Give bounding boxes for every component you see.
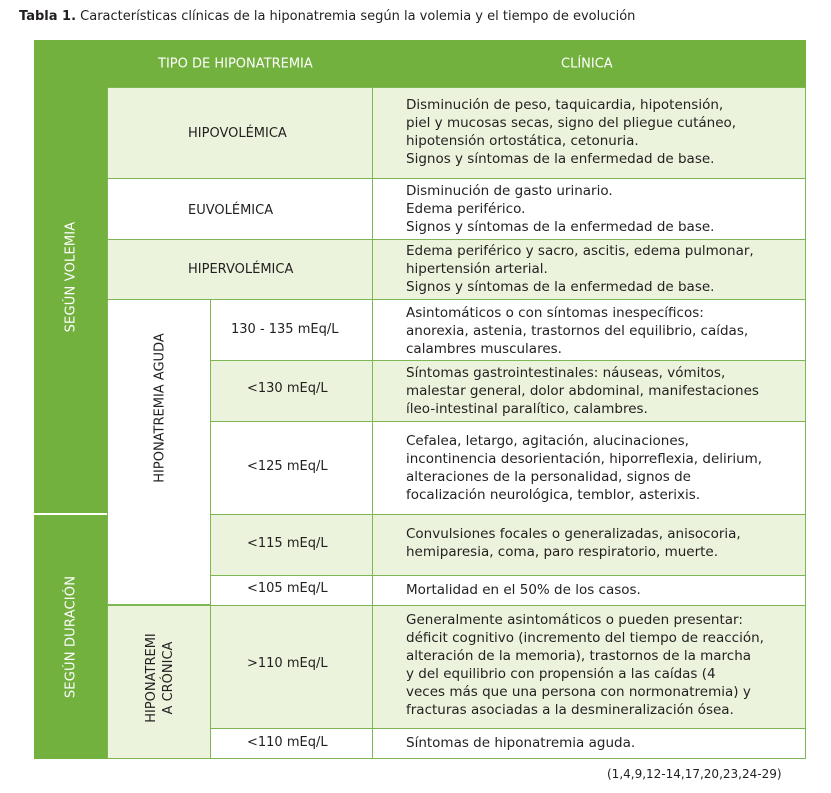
type-label: HIPERVOLÉMICA: [188, 262, 294, 277]
clinica-line: íleo-intestinal paralítico, calambres.: [406, 401, 648, 417]
references: (1,4,9,12-14,17,20,23,24-29): [607, 767, 782, 781]
table-number: Tabla 1.: [19, 9, 77, 24]
clinica-cell: Generalmente asintomáticos o pueden pres…: [372, 605, 806, 729]
group-label-cronica-line: HIPONATREMI: [144, 633, 159, 723]
clinica-line: déficit cognitivo (incremento del tiempo…: [406, 630, 764, 646]
clinica-cell: Disminución de peso, taquicardia, hipote…: [372, 87, 806, 179]
side-label-volemia: SEGÚN VOLEMIA: [63, 221, 78, 333]
range-label: <125 mEq/L: [247, 459, 328, 474]
group-label-cronica: HIPONATREMI A CRÓNICA: [143, 633, 177, 723]
range-label: <105 mEq/L: [247, 581, 328, 596]
clinica-line: Disminución de gasto urinario.: [406, 183, 613, 199]
type-cell-hipervolemica: HIPERVOLÉMICA: [107, 239, 373, 300]
clinica-line: piel y mucosas secas, signo del pliegue …: [406, 115, 737, 131]
header-clinica: CLÍNICA: [372, 40, 806, 87]
header-clinica-label: CLÍNICA: [561, 56, 613, 71]
clinica-line: alteraciones de la personalidad, signos …: [406, 469, 691, 485]
header-tipo-label: TIPO DE HIPONATREMIA: [158, 56, 313, 71]
side-divider: [34, 513, 107, 515]
range-cell: <125 mEq/L: [210, 421, 373, 515]
side-label-duracion: SEGÚN DURACIÓN: [63, 575, 78, 698]
side-band-volemia: SEGÚN VOLEMIA: [34, 40, 107, 514]
clinica-text: Edema periférico y sacro, ascitis, edema…: [406, 242, 754, 296]
clinica-line: hipertensión arterial.: [406, 261, 548, 277]
clinica-text: Cefalea, letargo, agitación, alucinacion…: [406, 432, 762, 504]
clinica-line: hipotensión ortostática, cetonuria.: [406, 133, 639, 149]
range-cell: <130 mEq/L: [210, 360, 373, 422]
header-tipo: TIPO DE HIPONATREMIA: [107, 40, 372, 87]
range-label: <115 mEq/L: [247, 536, 328, 551]
clinica-cell: Asintomáticos o con síntomas inespecífic…: [372, 299, 806, 361]
range-label: <130 mEq/L: [247, 381, 328, 396]
clinica-text: Asintomáticos o con síntomas inespecífic…: [406, 304, 748, 358]
table-caption: Características clínicas de la hiponatre…: [76, 9, 636, 24]
clinica-line: Convulsiones focales o generalizadas, an…: [406, 526, 741, 542]
clinica-cell: Síntomas gastrointestinales: náuseas, vó…: [372, 360, 806, 422]
side-band-duracion: SEGÚN DURACIÓN: [34, 514, 107, 759]
group-label-aguda: HIPONATREMIA AGUDA: [152, 333, 168, 483]
range-cell: <115 mEq/L: [210, 514, 373, 576]
range-label: >110 mEq/L: [247, 656, 328, 671]
clinica-cell: Mortalidad en el 50% de los casos.: [372, 575, 806, 606]
clinica-line: Signos y síntomas de la enfermedad de ba…: [406, 151, 715, 167]
group-cell-aguda: HIPONATREMIA AGUDA: [107, 299, 211, 605]
table-title: Tabla 1. Características clínicas de la …: [19, 9, 635, 24]
range-label: 130 - 135 mEq/L: [231, 322, 339, 337]
clinica-line: Mortalidad en el 50% de los casos.: [406, 582, 641, 598]
range-cell: >110 mEq/L: [210, 605, 373, 729]
clinica-line: focalización neurológica, temblor, aster…: [406, 487, 701, 503]
clinica-line: fracturas asociadas a la desmineralizaci…: [406, 702, 734, 718]
clinica-line: Signos y síntomas de la enfermedad de ba…: [406, 219, 715, 235]
group-cell-cronica: HIPONATREMI A CRÓNICA: [107, 605, 211, 759]
clinica-text: Mortalidad en el 50% de los casos.: [406, 581, 641, 599]
type-label: HIPOVOLÉMICA: [188, 126, 287, 141]
clinica-line: Asintomáticos o con síntomas inespecífic…: [406, 305, 704, 321]
clinica-line: Edema periférico y sacro, ascitis, edema…: [406, 243, 754, 259]
type-cell-hipovolemica: HIPOVOLÉMICA: [107, 87, 373, 179]
clinica-line: incontinencia desorientación, hiporrefle…: [406, 451, 763, 467]
clinica-line: Edema periférico.: [406, 201, 526, 217]
group-label-cronica-line: A CRÓNICA: [161, 641, 176, 715]
clinica-line: Cefalea, letargo, agitación, alucinacion…: [406, 433, 689, 449]
type-cell-euvolemica: EUVOLÉMICA: [107, 178, 373, 240]
clinica-cell: Síntomas de hiponatremia aguda.: [372, 728, 806, 759]
clinica-line: Signos y síntomas de la enfermedad de ba…: [406, 279, 715, 295]
range-cell: <110 mEq/L: [210, 728, 373, 759]
clinica-text: Síntomas gastrointestinales: náuseas, vó…: [406, 364, 759, 418]
clinica-text: Síntomas de hiponatremia aguda.: [406, 734, 635, 752]
clinica-line: Síntomas de hiponatremia aguda.: [406, 735, 636, 751]
clinica-text: Disminución de gasto urinario. Edema per…: [406, 182, 714, 236]
range-label: <110 mEq/L: [247, 735, 328, 750]
clinica-cell: Cefalea, letargo, agitación, alucinacion…: [372, 421, 806, 515]
clinica-line: Disminución de peso, taquicardia, hipote…: [406, 97, 724, 113]
clinica-text: Generalmente asintomáticos o pueden pres…: [406, 611, 764, 719]
clinica-line: alteración de la memoria), trastornos de…: [406, 648, 752, 664]
clinica-cell: Edema periférico y sacro, ascitis, edema…: [372, 239, 806, 300]
clinica-line: hemiparesia, coma, paro respiratorio, mu…: [406, 544, 719, 560]
clinica-line: veces más que una persona con normonatre…: [406, 684, 751, 700]
clinica-line: calambres musculares.: [406, 341, 562, 357]
clinica-cell: Disminución de gasto urinario. Edema per…: [372, 178, 806, 240]
clinica-line: Generalmente asintomáticos o pueden pres…: [406, 612, 743, 628]
clinica-text: Convulsiones focales o generalizadas, an…: [406, 525, 741, 561]
clinica-line: anorexia, astenia, trastornos del equili…: [406, 323, 749, 339]
clinica-text: Disminución de peso, taquicardia, hipote…: [406, 96, 736, 168]
range-cell: <105 mEq/L: [210, 575, 373, 606]
range-cell: 130 - 135 mEq/L: [210, 299, 373, 361]
clinica-cell: Convulsiones focales o generalizadas, an…: [372, 514, 806, 576]
clinica-line: malestar general, dolor abdominal, manif…: [406, 383, 759, 399]
clinica-line: Síntomas gastrointestinales: náuseas, vó…: [406, 365, 726, 381]
type-label: EUVOLÉMICA: [188, 203, 274, 218]
clinica-line: y del equilibrio con propensión a las ca…: [406, 666, 716, 682]
